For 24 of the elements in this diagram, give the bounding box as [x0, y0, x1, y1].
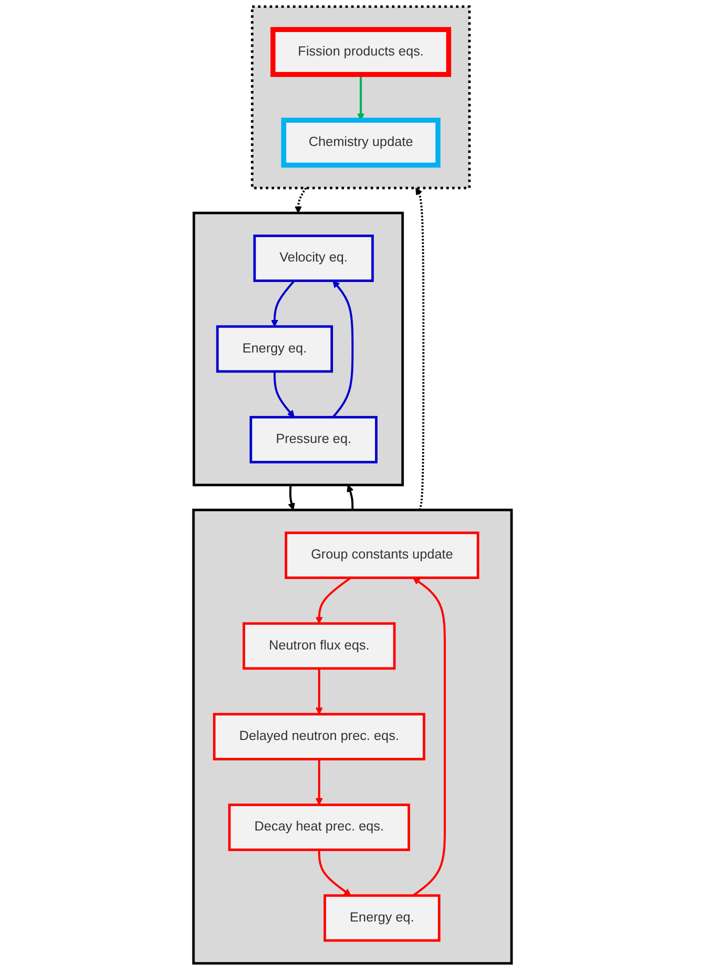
node-box: Pressure eq.	[250, 416, 378, 464]
arrow	[315, 576, 352, 624]
arrow	[274, 371, 295, 418]
arrow	[315, 759, 323, 806]
arrow	[332, 280, 354, 418]
node-box: Energy eq.	[216, 325, 333, 373]
arrow	[318, 850, 352, 896]
node-box: Neutron flux eqs.	[242, 622, 396, 670]
arrow	[294, 187, 307, 214]
node-box: Energy eq.	[324, 894, 440, 942]
arrow	[346, 484, 354, 510]
cluster	[192, 508, 513, 965]
arrow	[270, 280, 296, 327]
arrow	[315, 668, 323, 715]
arrow	[288, 484, 296, 510]
node-box: Group constants update	[284, 532, 480, 579]
cluster	[192, 212, 404, 486]
arrow	[412, 577, 446, 896]
node-box: Decay heat prec. eqs.	[228, 804, 410, 852]
node-box: Delayed neutron prec. eqs.	[213, 712, 426, 760]
node-box: Velocity eq.	[253, 234, 374, 282]
node-box: Fission products eqs.	[270, 27, 452, 77]
node-box: Chemistry update	[281, 118, 440, 168]
cluster	[250, 5, 471, 190]
